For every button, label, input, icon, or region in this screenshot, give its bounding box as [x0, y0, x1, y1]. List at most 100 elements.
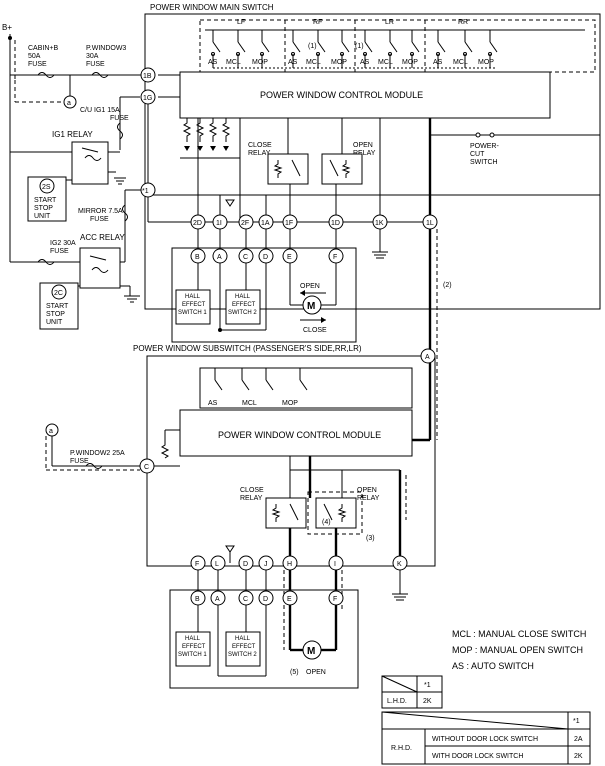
svg-text:EFFECT: EFFECT	[182, 644, 206, 650]
pwindow2-2: FUSE	[70, 458, 89, 465]
svg-text:1L: 1L	[426, 220, 434, 227]
mirror-fuse-2: FUSE	[90, 216, 109, 223]
svg-text:STOP: STOP	[34, 205, 53, 212]
svg-text:a: a	[67, 100, 71, 107]
ig2-fuse-2: FUSE	[50, 248, 69, 255]
svg-text:MOP: MOP	[402, 59, 418, 66]
sub-module-label: POWER WINDOW CONTROL MODULE	[218, 430, 381, 440]
svg-text:AS: AS	[360, 59, 370, 66]
motor1-outline	[171, 247, 357, 343]
motor1-close: CLOSE	[303, 327, 327, 334]
svg-text:F: F	[333, 254, 337, 261]
svg-text:C: C	[243, 254, 248, 261]
svg-text:D: D	[243, 561, 248, 568]
svg-text:E: E	[287, 596, 292, 603]
svg-text:B: B	[195, 254, 200, 261]
sub-as: AS	[208, 400, 218, 407]
svg-text:2S: 2S	[42, 184, 51, 191]
svg-text:2F: 2F	[241, 220, 249, 227]
svg-text:1I: 1I	[216, 220, 222, 227]
marker-1a: (1)	[308, 43, 317, 50]
legend-mop: MOP : MANUAL OPEN SWITCH	[452, 645, 583, 655]
sub-mcl: MCL	[242, 400, 257, 407]
marker-4: (4)	[322, 519, 331, 526]
svg-text:UNIT: UNIT	[46, 319, 63, 326]
open-relay-label-1: OPEN	[353, 142, 373, 149]
power-cut-1: POWER-	[470, 143, 499, 150]
svg-text:HALL: HALL	[185, 294, 201, 300]
main-switch-outline	[144, 13, 601, 310]
marker-5: (5)	[290, 669, 299, 676]
svg-text:2K: 2K	[423, 698, 432, 705]
svg-text:1G: 1G	[143, 95, 152, 102]
svg-text:*1: *1	[573, 718, 580, 725]
svg-text:R.H.D.: R.H.D.	[391, 745, 412, 752]
main-switch-title: POWER WINDOW MAIN SWITCH	[150, 3, 274, 12]
pin-1b	[140, 67, 156, 83]
motor1-open: OPEN	[300, 283, 320, 290]
bplus: B+	[2, 23, 12, 32]
acc-relay-box	[79, 247, 121, 289]
motor1-hall1	[175, 289, 211, 325]
svg-text:F: F	[333, 596, 337, 603]
svg-text:a: a	[49, 428, 53, 435]
svg-text:C: C	[144, 464, 149, 471]
svg-text:2C: 2C	[54, 290, 63, 297]
group-lr: LR	[385, 19, 394, 26]
pwindow3-3: FUSE	[86, 61, 105, 68]
sub-close-relay	[265, 497, 307, 529]
group-lf: LF	[237, 19, 245, 26]
group-switches	[211, 30, 498, 69]
pwindow3-2: 30A	[86, 53, 99, 60]
motor1-pins: B A C D E F	[190, 248, 344, 264]
sub-control-module	[179, 409, 413, 457]
sub-switch-group	[199, 367, 413, 409]
sub-open-relay-1: OPEN	[357, 487, 377, 494]
svg-text:D: D	[263, 596, 268, 603]
power-cut-3: SWITCH	[470, 159, 498, 166]
svg-text:AS: AS	[433, 59, 443, 66]
acc-relay: ACC RELAY	[80, 233, 125, 242]
svg-text:H: H	[287, 561, 292, 568]
sub-pin-a	[420, 348, 436, 364]
svg-text:1A: 1A	[261, 220, 270, 227]
svg-text:*1: *1	[424, 682, 431, 689]
motor2-hall1	[175, 631, 211, 667]
marker-2: (2)	[443, 282, 452, 289]
group-switch-labels: AS MCL MOP AS MCL MOP AS MCL MOP AS MCL …	[208, 59, 494, 66]
sub-bottom-pins: F L D J H I K	[190, 555, 408, 571]
legend-as: AS : AUTO SWITCH	[452, 661, 534, 671]
svg-text:AS: AS	[288, 59, 298, 66]
cu-ig1-1: C/U IG1 15A	[80, 107, 120, 114]
svg-text:1F: 1F	[285, 220, 293, 227]
svg-text:MCL: MCL	[453, 59, 468, 66]
svg-text:WITHOUT DOOR LOCK SWITCH: WITHOUT DOOR LOCK SWITCH	[432, 736, 538, 743]
svg-text:MOP: MOP	[252, 59, 268, 66]
svg-text:HALL: HALL	[235, 636, 251, 642]
marker-1b: (1)	[355, 43, 364, 50]
svg-text:HALL: HALL	[235, 294, 251, 300]
resistor-array	[180, 118, 240, 159]
svg-text:START: START	[46, 303, 69, 310]
group-rf: RF	[313, 19, 322, 26]
motor2-hall2	[225, 631, 261, 667]
table-lhd: *1 L.H.D. 2K	[381, 675, 443, 709]
svg-text:WITH DOOR LOCK SWITCH: WITH DOOR LOCK SWITCH	[432, 753, 523, 760]
svg-text:UNIT: UNIT	[34, 213, 51, 220]
svg-text:D: D	[263, 254, 268, 261]
svg-text:C: C	[243, 596, 248, 603]
svg-text:I: I	[334, 561, 336, 568]
svg-text:MOP: MOP	[478, 59, 494, 66]
sub-close-relay-1: CLOSE	[240, 487, 264, 494]
svg-text:A: A	[217, 254, 222, 261]
svg-text:MCL: MCL	[378, 59, 393, 66]
sub-mop: MOP	[282, 400, 298, 407]
svg-text:1K: 1K	[375, 220, 384, 227]
motor2-pins: B A C D E F	[190, 590, 344, 606]
svg-text:EFFECT: EFFECT	[232, 302, 256, 308]
svg-text:L.H.D.: L.H.D.	[387, 698, 407, 705]
group-rr: RR	[458, 19, 468, 26]
node-a-top	[63, 95, 77, 109]
sub-close-relay-2: RELAY	[240, 495, 263, 502]
